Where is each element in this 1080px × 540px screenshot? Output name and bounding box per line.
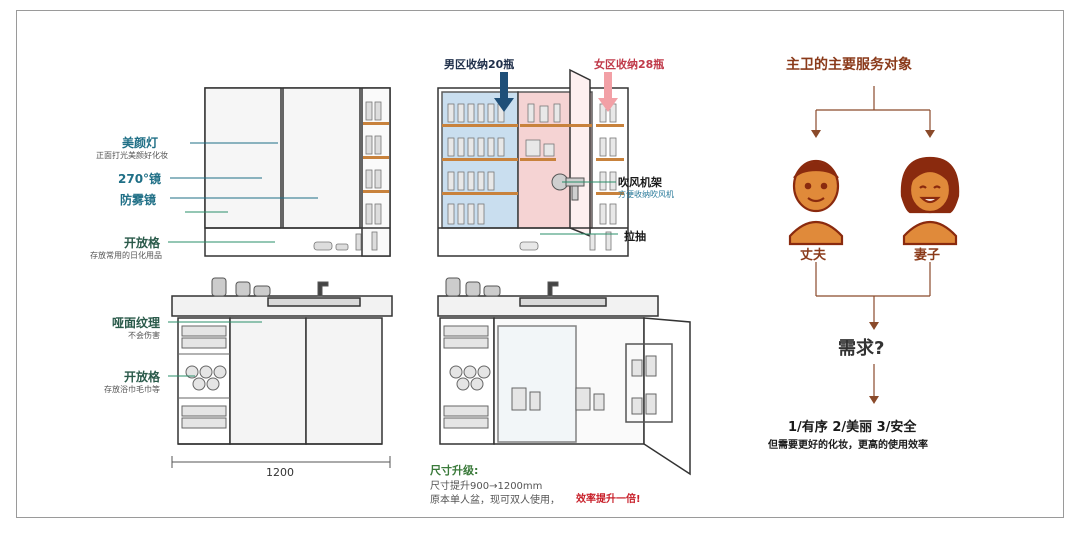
mirror-light-label: 美颜灯 — [122, 136, 159, 150]
right-panel-title: 主卫的主要服务对象 — [786, 57, 912, 73]
middle-callout-lines — [540, 181, 618, 235]
width-dimension — [171, 456, 391, 468]
left-door-2 — [305, 317, 383, 445]
upgrade-line-2: 原本单人盆，现可双人使用， — [430, 495, 560, 506]
middle-pullout — [497, 325, 577, 443]
summary-label: 但需要更好的化妆，更高的使用效率 — [768, 440, 928, 451]
middle-faucet-items — [445, 277, 559, 297]
husband-icon — [788, 159, 844, 246]
wood-grain-sublabel: 不会伤害 — [128, 331, 160, 340]
left-sink — [267, 297, 361, 307]
upgrade-title: 尺寸升级: — [430, 464, 479, 477]
left-mirror-door-2 — [282, 87, 361, 229]
needs-label: 1/有序 2/美丽 3/安全 — [788, 420, 917, 435]
mirror-light-sublabel: 正面打光美颜好化妆 — [96, 151, 168, 160]
hair-dryer-label: 吹风机架 — [618, 176, 662, 189]
demand-label: 需求? — [838, 338, 885, 359]
middle-zone-arrows — [494, 72, 618, 112]
door-rack — [625, 343, 673, 423]
middle-sink — [519, 297, 607, 307]
middle-mirror-cabinet — [437, 68, 629, 257]
wife-label: 妻子 — [914, 248, 941, 263]
left-callout-lines — [168, 142, 318, 377]
left-side-shelf-boards — [363, 122, 389, 193]
mirror-270-label: 270°镜 — [118, 172, 162, 186]
wife-icon — [900, 156, 960, 246]
right-flow-arrowheads — [811, 130, 935, 404]
anti-fog-label: 防雾镜 — [120, 193, 157, 207]
width-dimension-label: 1200 — [266, 466, 294, 479]
left-faucet-items — [211, 277, 329, 297]
hair-dryer-sublabel: 方便收纳吹风机 — [618, 190, 674, 199]
left-towels — [178, 325, 230, 429]
drawer-label: 拉抽 — [624, 230, 646, 243]
right-flow-lines — [815, 86, 931, 398]
wood-grain-label: 哑面纹理 — [112, 316, 161, 330]
left-door-1 — [229, 317, 307, 445]
male-zone-arrow — [494, 72, 514, 112]
male-zone-label: 男区收纳20瓶 — [444, 58, 515, 71]
left-mirror-cabinet — [204, 87, 391, 257]
left-shelf-bottles — [313, 101, 382, 251]
open-shelf2-label: 开放格 — [124, 370, 161, 384]
open-shelf-label: 开放格 — [124, 236, 161, 250]
female-zone-arrow — [598, 72, 618, 112]
upgrade-line-1: 尺寸提升900→1200mm — [430, 481, 543, 492]
upgrade-highlight: 效率提升一倍! — [576, 494, 641, 505]
open-shelf-sublabel: 存放常用的日化用品 — [90, 251, 162, 260]
open-shelf2-sublabel: 存放浴巾毛巾等 — [104, 385, 160, 394]
female-zone-label: 女区收纳28瓶 — [594, 58, 665, 71]
middle-towels — [443, 325, 657, 429]
husband-label: 丈夫 — [800, 248, 827, 263]
open-mirror-door — [569, 68, 591, 238]
left-vanity — [171, 295, 393, 445]
middle-shelf-boards — [442, 124, 624, 195]
left-mirror-door-1 — [204, 87, 282, 229]
middle-bottles — [447, 103, 617, 251]
